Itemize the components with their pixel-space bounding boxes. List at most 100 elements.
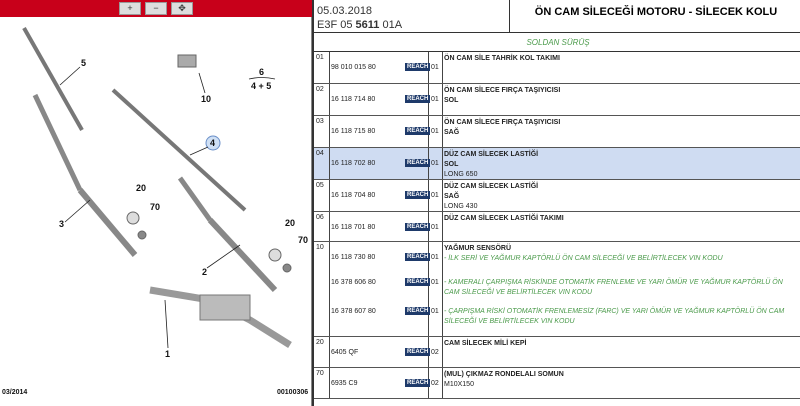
part-side: SOL [444, 161, 459, 168]
callout-20: 20 [285, 218, 296, 228]
table-header: 05.03.2018 E3F 05 5611 01A ÖN CAM SİLECE… [314, 0, 800, 33]
diagram-date: 03/2014 [2, 389, 28, 396]
callout-6: 6 [259, 67, 265, 77]
row-index: 06 [316, 214, 324, 221]
table-row[interactable]: 03 16 118 715 80 REACH 01 ÖN CAM SİLECE … [314, 116, 800, 148]
callout-1: 1 [165, 349, 171, 359]
variant-note: - KAMERALI ÇARPIŞMA RİSKİNDE OTOMATİK FR… [444, 279, 783, 296]
reach-badge[interactable]: REACH [405, 159, 431, 167]
part-title: (MUL) ÇIKMAZ RONDELALI SOMUN [444, 371, 564, 378]
part-title: DÜZ CAM SİLECEK LASTİĞİ TAKIMI [444, 215, 564, 222]
quantity: 01 [431, 279, 439, 286]
parts-diagram[interactable] [0, 0, 312, 406]
reach-badge[interactable]: REACH [405, 253, 431, 261]
callout-2: 2 [202, 267, 208, 277]
quantity: 01 [431, 64, 439, 71]
reach-badge[interactable]: REACH [405, 307, 431, 315]
reach-badge[interactable]: REACH [405, 127, 431, 135]
part-side: SAĞ [444, 193, 460, 200]
part-side: SOL [444, 97, 459, 104]
part-title: ÖN CAM SİLECE FIRÇA TAŞIYICISI [444, 119, 561, 126]
quantity: 01 [431, 192, 439, 199]
quantity: 01 [431, 224, 439, 231]
code-suffix: 01A [379, 19, 403, 31]
page-title: ÖN CAM SİLECEĞİ MOTORU - SİLECEK KOLU [509, 0, 800, 33]
row-index: 01 [316, 54, 324, 61]
callout-5: 5 [81, 58, 87, 68]
part-number[interactable]: 16 118 715 80 [331, 128, 376, 135]
reach-badge[interactable]: REACH [405, 348, 431, 356]
part-title: CAM SİLECEK MİLİ KEPİ [444, 340, 527, 347]
table-row[interactable]: 70 6935 C9 REACH 02 (MUL) ÇIKMAZ RONDELA… [314, 368, 800, 399]
reach-badge[interactable]: REACH [405, 63, 431, 71]
reach-badge[interactable]: REACH [405, 95, 431, 103]
code-prefix: E3F 05 [317, 19, 356, 31]
callout-4-plus-5: 4 + 5 [251, 81, 272, 91]
quantity: 02 [431, 349, 439, 356]
part-number[interactable]: 98 010 015 80 [331, 64, 376, 71]
part-number[interactable]: 16 118 704 80 [331, 192, 376, 199]
drive-side: SOLDAN SÜRÜŞ [314, 33, 800, 52]
part-title: DÜZ CAM SİLECEK LASTİĞİ [444, 151, 539, 158]
part-number[interactable]: 16 118 730 80 [331, 254, 376, 261]
zoom-out-icon: − [153, 3, 159, 13]
row-index: 02 [316, 86, 324, 93]
diagram-toolbar: + − ✥ [0, 0, 312, 17]
table-row[interactable]: 20 6405 QF REACH 02 CAM SİLECEK MİLİ KEP… [314, 337, 800, 368]
part-number[interactable]: 16 378 607 80 [331, 308, 376, 315]
variant-note: - ÇARPIŞMA RİSKİ OTOMATİK FRENLEMESİZ (F… [444, 308, 785, 325]
reach-badge[interactable]: REACH [405, 191, 431, 199]
part-number[interactable]: 16 118 702 80 [331, 160, 376, 167]
quantity: 01 [431, 96, 439, 103]
row-index: 70 [316, 370, 324, 377]
zoom-in-button[interactable]: + [119, 2, 141, 15]
part-number[interactable]: 16 378 606 80 [331, 279, 376, 286]
row-index: 03 [316, 118, 324, 125]
pan-icon: ✥ [178, 3, 186, 13]
callout-4: 4 [210, 138, 216, 148]
row-index: 20 [316, 339, 324, 346]
part-note: LONG 650 [444, 171, 478, 178]
zoom-out-button[interactable]: − [145, 2, 167, 15]
part-number[interactable]: 16 118 714 80 [331, 96, 376, 103]
quantity: 01 [431, 128, 439, 135]
table-row[interactable]: 02 16 118 714 80 REACH 01 ÖN CAM SİLECE … [314, 84, 800, 116]
table-row[interactable]: 10 16 118 730 80 REACH 01 YAĞMUR SENSÖRÜ… [314, 242, 800, 337]
part-title: YAĞMUR SENSÖRÜ [444, 245, 512, 252]
quantity: 01 [431, 308, 439, 315]
header-code: E3F 05 5611 01A [317, 18, 402, 32]
part-note: LONG 430 [444, 203, 478, 210]
part-number[interactable]: 6405 QF [331, 349, 359, 356]
zoom-in-icon: + [127, 3, 133, 13]
header-date: 05.03.2018 [317, 5, 373, 17]
part-title: DÜZ CAM SİLECEK LASTİĞİ [444, 183, 539, 190]
table-row[interactable]: 05 16 118 704 80 REACH 01 DÜZ CAM SİLECE… [314, 180, 800, 212]
zoom-pan-button[interactable]: ✥ [171, 2, 193, 15]
table-row[interactable]: 04 16 118 702 80 REACH 01 DÜZ CAM SİLECE… [314, 148, 800, 180]
part-number[interactable]: 6935 C9 [331, 380, 358, 387]
callout-70: 70 [298, 235, 309, 245]
callout-3: 3 [59, 219, 65, 229]
row-index: 10 [316, 244, 324, 251]
reach-badge[interactable]: REACH [405, 223, 431, 231]
code-bold: 5611 [355, 19, 380, 31]
table-row[interactable]: 06 16 118 701 80 REACH 01 DÜZ CAM SİLECE… [314, 212, 800, 242]
quantity: 02 [431, 380, 439, 387]
quantity: 01 [431, 254, 439, 261]
diagram-ref: 00100306 [277, 389, 309, 396]
reach-badge[interactable]: REACH [405, 379, 431, 387]
row-index: 04 [316, 150, 324, 157]
reach-badge[interactable]: REACH [405, 278, 431, 286]
part-title: ÖN CAM SİLECE FIRÇA TAŞIYICISI [444, 87, 561, 94]
part-side: M10X150 [444, 381, 474, 388]
part-number[interactable]: 16 118 701 80 [331, 224, 376, 231]
callout-70: 70 [150, 202, 161, 212]
callout-20: 20 [136, 183, 147, 193]
variant-note: - İLK SERİ VE YAĞMUR KAPTÖRLÜ ÖN CAM SİL… [444, 255, 723, 262]
callout-10: 10 [201, 94, 212, 104]
quantity: 01 [431, 160, 439, 167]
part-title: ÖN CAM SİLE TAHRİK KOL TAKIMI [444, 55, 560, 62]
row-index: 05 [316, 182, 324, 189]
diagram-panel: + − ✥ 5 10 6 4 + 5 4 20 70 3 2 20 70 1 0… [0, 0, 312, 406]
table-row[interactable]: 01 98 010 015 80 REACH 01 ÖN CAM SİLE TA… [314, 52, 800, 84]
